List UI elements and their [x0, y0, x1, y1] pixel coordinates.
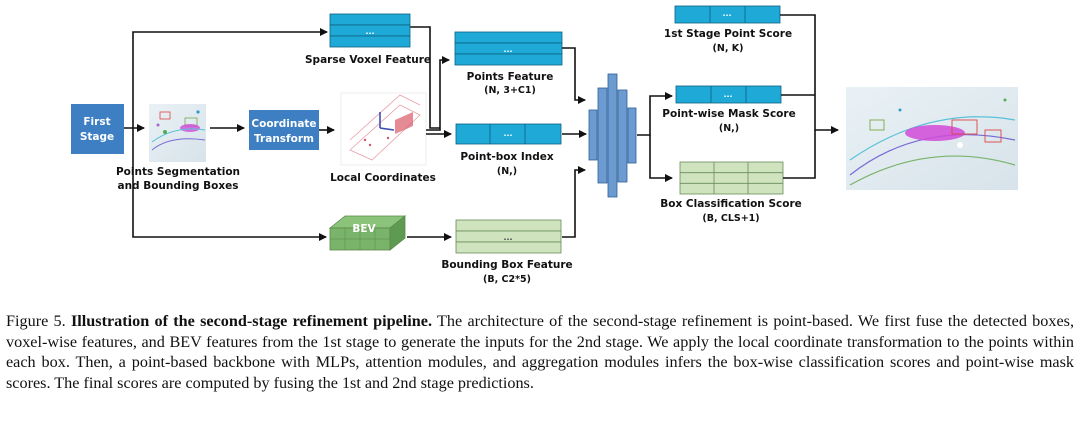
first-stage-label-1: First — [83, 116, 110, 128]
figure-caption: Figure 5. Illustration of the second-sta… — [6, 311, 1074, 393]
coordinate-transform-box: Coordinate Transform — [249, 110, 319, 150]
caption-prefix: Figure 5. — [6, 312, 66, 330]
points-feature-label: Points Feature — [467, 71, 554, 83]
local-coordinates-image — [340, 92, 427, 166]
points-feature-dim: (N, 3+C1) — [484, 85, 536, 96]
ellipsis: ... — [503, 233, 512, 242]
mask-score-label: Point-wise Mask Score — [662, 108, 795, 120]
first-stage-score-tensor: ... — [674, 5, 781, 24]
ellipsis: ... — [503, 129, 512, 138]
first-stage-score-dim: (N, K) — [713, 43, 744, 54]
first-stage-label-2: Stage — [80, 131, 114, 143]
first-stage-score-label: 1st Stage Point Score — [664, 28, 792, 40]
coord-transform-label-2: Transform — [254, 133, 314, 145]
local-coords-label: Local Coordinates — [330, 172, 436, 184]
ellipsis: ... — [503, 45, 512, 54]
box-cls-score-tensor — [679, 161, 784, 195]
first-stage-box: First Stage — [71, 104, 124, 154]
sparse-voxel-tensor: ... — [329, 13, 411, 48]
box-cls-score-label: Box Classification Score — [660, 198, 802, 210]
points-feature-tensor: ... — [454, 31, 563, 66]
points-seg-label-2: and Bounding Boxes — [117, 180, 238, 192]
segmentation-image — [149, 104, 206, 162]
coord-transform-label-1: Coordinate — [251, 118, 316, 130]
pipeline-diagram: First Stage Points Segmentation and Boun… — [71, 5, 1018, 285]
bbox-feature-dim: (B, C2*5) — [483, 274, 531, 285]
sparse-voxel-label: Sparse Voxel Feature — [305, 54, 431, 66]
caption-body: The architecture of the second-stage ref… — [6, 312, 1074, 392]
point-box-index-dim: (N,) — [497, 166, 517, 177]
caption-title: Illustration of the second-stage refinem… — [70, 312, 433, 330]
backbone-network — [588, 73, 637, 198]
point-box-index-label: Point-box Index — [460, 151, 554, 163]
point-box-index-tensor: ... — [455, 123, 562, 145]
ellipsis: ... — [365, 27, 374, 36]
points-seg-label-1: Points Segmentation — [116, 166, 240, 178]
mask-score-dim: (N,) — [719, 123, 739, 134]
ellipsis: ... — [722, 9, 731, 18]
ellipsis: ... — [723, 90, 732, 99]
bev-cube: BEV — [328, 215, 407, 251]
bbox-feature-tensor: ... — [455, 219, 562, 254]
bbox-feature-label: Bounding Box Feature — [441, 259, 572, 271]
bev-label: BEV — [352, 223, 376, 235]
mask-score-tensor: ... — [675, 85, 782, 104]
final-output-image — [846, 87, 1018, 190]
box-cls-score-dim: (B, CLS+1) — [702, 213, 759, 224]
